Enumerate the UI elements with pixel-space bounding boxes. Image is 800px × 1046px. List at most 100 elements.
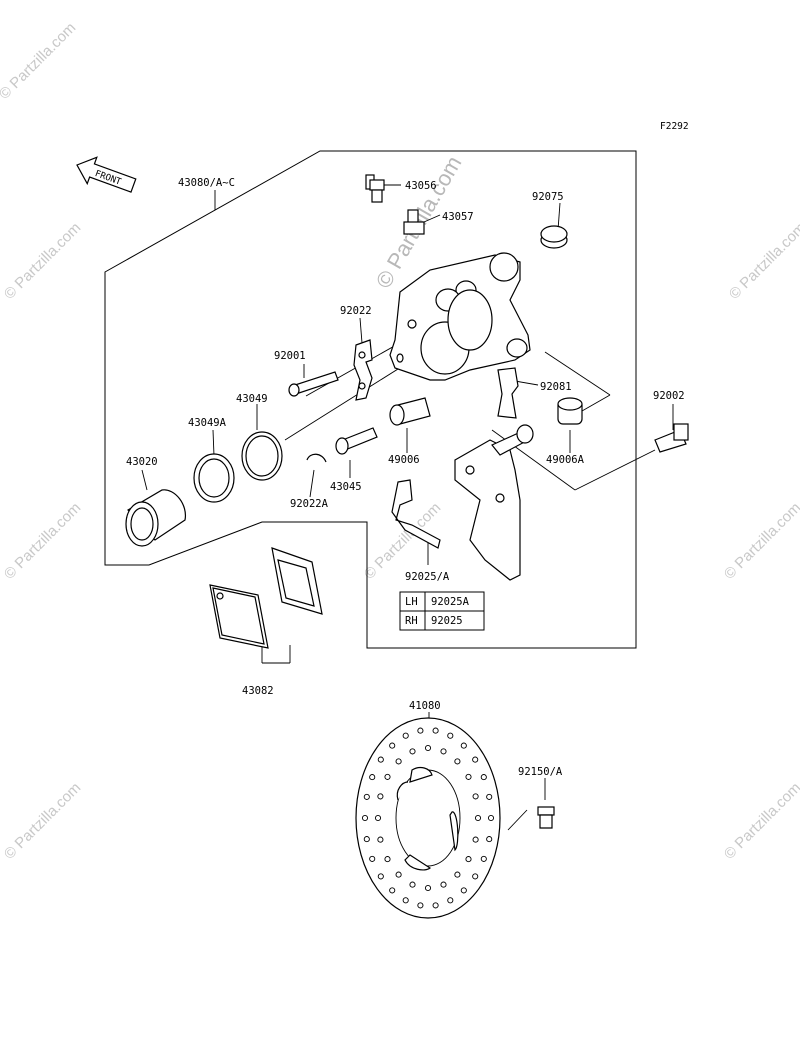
disc-vent-hole	[440, 881, 447, 888]
label-92150: 92150/A	[518, 766, 563, 778]
disc-vent-hole	[472, 836, 479, 843]
disc-vent-hole	[369, 774, 376, 781]
disc-vent-hole	[384, 773, 391, 780]
disc-vent-hole	[460, 742, 467, 749]
label-49006a: 49006A	[546, 454, 585, 466]
watermark-text: © Partzilla.com	[1, 499, 84, 582]
side-table: LH 92025A RH 92025	[399, 591, 485, 631]
disc-vent-hole	[377, 873, 384, 880]
disc-bolt-part	[537, 806, 555, 829]
caliper-bracket-part	[454, 424, 534, 581]
cap-part	[403, 209, 425, 235]
disc-vent-hole	[486, 836, 493, 843]
boot-part	[557, 397, 583, 425]
disc-vent-hole	[377, 836, 384, 843]
disc-vent-hole	[377, 756, 384, 763]
mount-bolt-part	[654, 423, 689, 453]
disc-vent-hole	[409, 748, 416, 755]
table-part-rh: 92025	[431, 615, 463, 627]
label-92075: 92075	[532, 191, 564, 203]
label-43020: 43020	[126, 456, 158, 468]
part-labels: 43080/A~C 43056 43057 92075 92022 92001 …	[126, 177, 685, 778]
watermark-text: © Partzilla.com	[726, 219, 800, 302]
label-49006: 49006	[388, 454, 420, 466]
watermark-text: © Partzilla.com	[721, 779, 800, 862]
disc-vent-hole	[424, 884, 432, 892]
label-92081: 92081	[540, 381, 572, 393]
assembly-boundary	[104, 150, 637, 649]
disc-vent-hole	[417, 902, 424, 909]
circlip-part	[306, 453, 327, 463]
disc-vent-hole	[363, 793, 370, 800]
disc-vent-hole	[447, 897, 454, 904]
disc-vent-hole	[474, 814, 482, 822]
disc-vent-hole	[424, 744, 432, 752]
table-side-lh: LH	[405, 596, 418, 608]
label-43056: 43056	[405, 180, 437, 192]
label-43049a: 43049A	[188, 417, 227, 429]
sleeve-part	[389, 397, 431, 426]
disc-vent-hole	[409, 881, 416, 888]
bleed-screw-part	[365, 174, 385, 203]
disc-vent-hole	[374, 814, 382, 822]
watermark-text: © Partzilla.com	[1, 219, 84, 302]
figure-reference: F2292	[660, 121, 689, 132]
label-92022a: 92022A	[290, 498, 329, 510]
disc-vent-hole	[402, 897, 409, 904]
disc-vent-hole	[465, 856, 472, 863]
disc-vent-hole	[361, 814, 369, 822]
label-92002: 92002	[653, 390, 685, 402]
label-92001: 92001	[274, 350, 306, 362]
piston-part	[125, 489, 187, 547]
disc-vent-hole	[363, 836, 370, 843]
disc-vent-hole	[447, 732, 454, 739]
label-92022: 92022	[340, 305, 372, 317]
disc-vent-hole	[465, 773, 472, 780]
front-arrow-icon: FRONT	[76, 156, 137, 193]
disc-vent-hole	[389, 742, 396, 749]
brake-disc-part	[355, 717, 501, 919]
watermark-text: © Partzilla.com	[0, 19, 79, 102]
disc-vent-hole	[486, 793, 493, 800]
brake-pad-part	[209, 547, 323, 649]
bracket-plate-part	[391, 479, 441, 549]
disc-vent-hole	[395, 758, 402, 765]
disc-vent-hole	[432, 727, 439, 734]
watermark-text: © Partzilla.com	[1, 779, 84, 862]
piston-seal-inner	[245, 435, 279, 477]
bolt-part	[288, 371, 339, 397]
disc-vent-hole	[402, 732, 409, 739]
disc-vent-hole	[487, 814, 495, 822]
disc-vent-hole	[440, 748, 447, 755]
disc-vent-hole	[389, 887, 396, 894]
table-side-rh: RH	[405, 615, 418, 627]
disc-vent-hole	[480, 774, 487, 781]
disc-vent-hole	[472, 756, 479, 763]
disc-vent-hole	[432, 902, 439, 909]
disc-vent-hole	[460, 887, 467, 894]
label-41080: 41080	[409, 700, 441, 712]
label-43045: 43045	[330, 481, 362, 493]
anti-rattle-spring-part	[497, 367, 519, 419]
dust-seal-ring-inner	[198, 458, 230, 498]
label-43057: 43057	[442, 211, 474, 223]
disc-vent-hole	[454, 758, 461, 765]
disc-vent-hole	[480, 855, 487, 862]
label-92025: 92025/A	[405, 571, 450, 583]
disc-vent-hole	[454, 871, 461, 878]
disc-vent-hole	[377, 793, 384, 800]
label-43049: 43049	[236, 393, 268, 405]
label-43082: 43082	[242, 685, 274, 697]
caliper-body-part	[389, 252, 531, 381]
table-part-lh: 92025A	[431, 596, 470, 608]
disc-vent-hole	[472, 873, 479, 880]
disc-vent-hole	[417, 727, 424, 734]
label-43080: 43080/A~C	[178, 177, 235, 189]
disc-vent-hole	[384, 856, 391, 863]
watermark-text: © Partzilla.com	[721, 499, 800, 582]
disc-vent-hole	[369, 855, 376, 862]
disc-vent-hole	[395, 871, 402, 878]
dust-seal-part	[540, 225, 568, 249]
